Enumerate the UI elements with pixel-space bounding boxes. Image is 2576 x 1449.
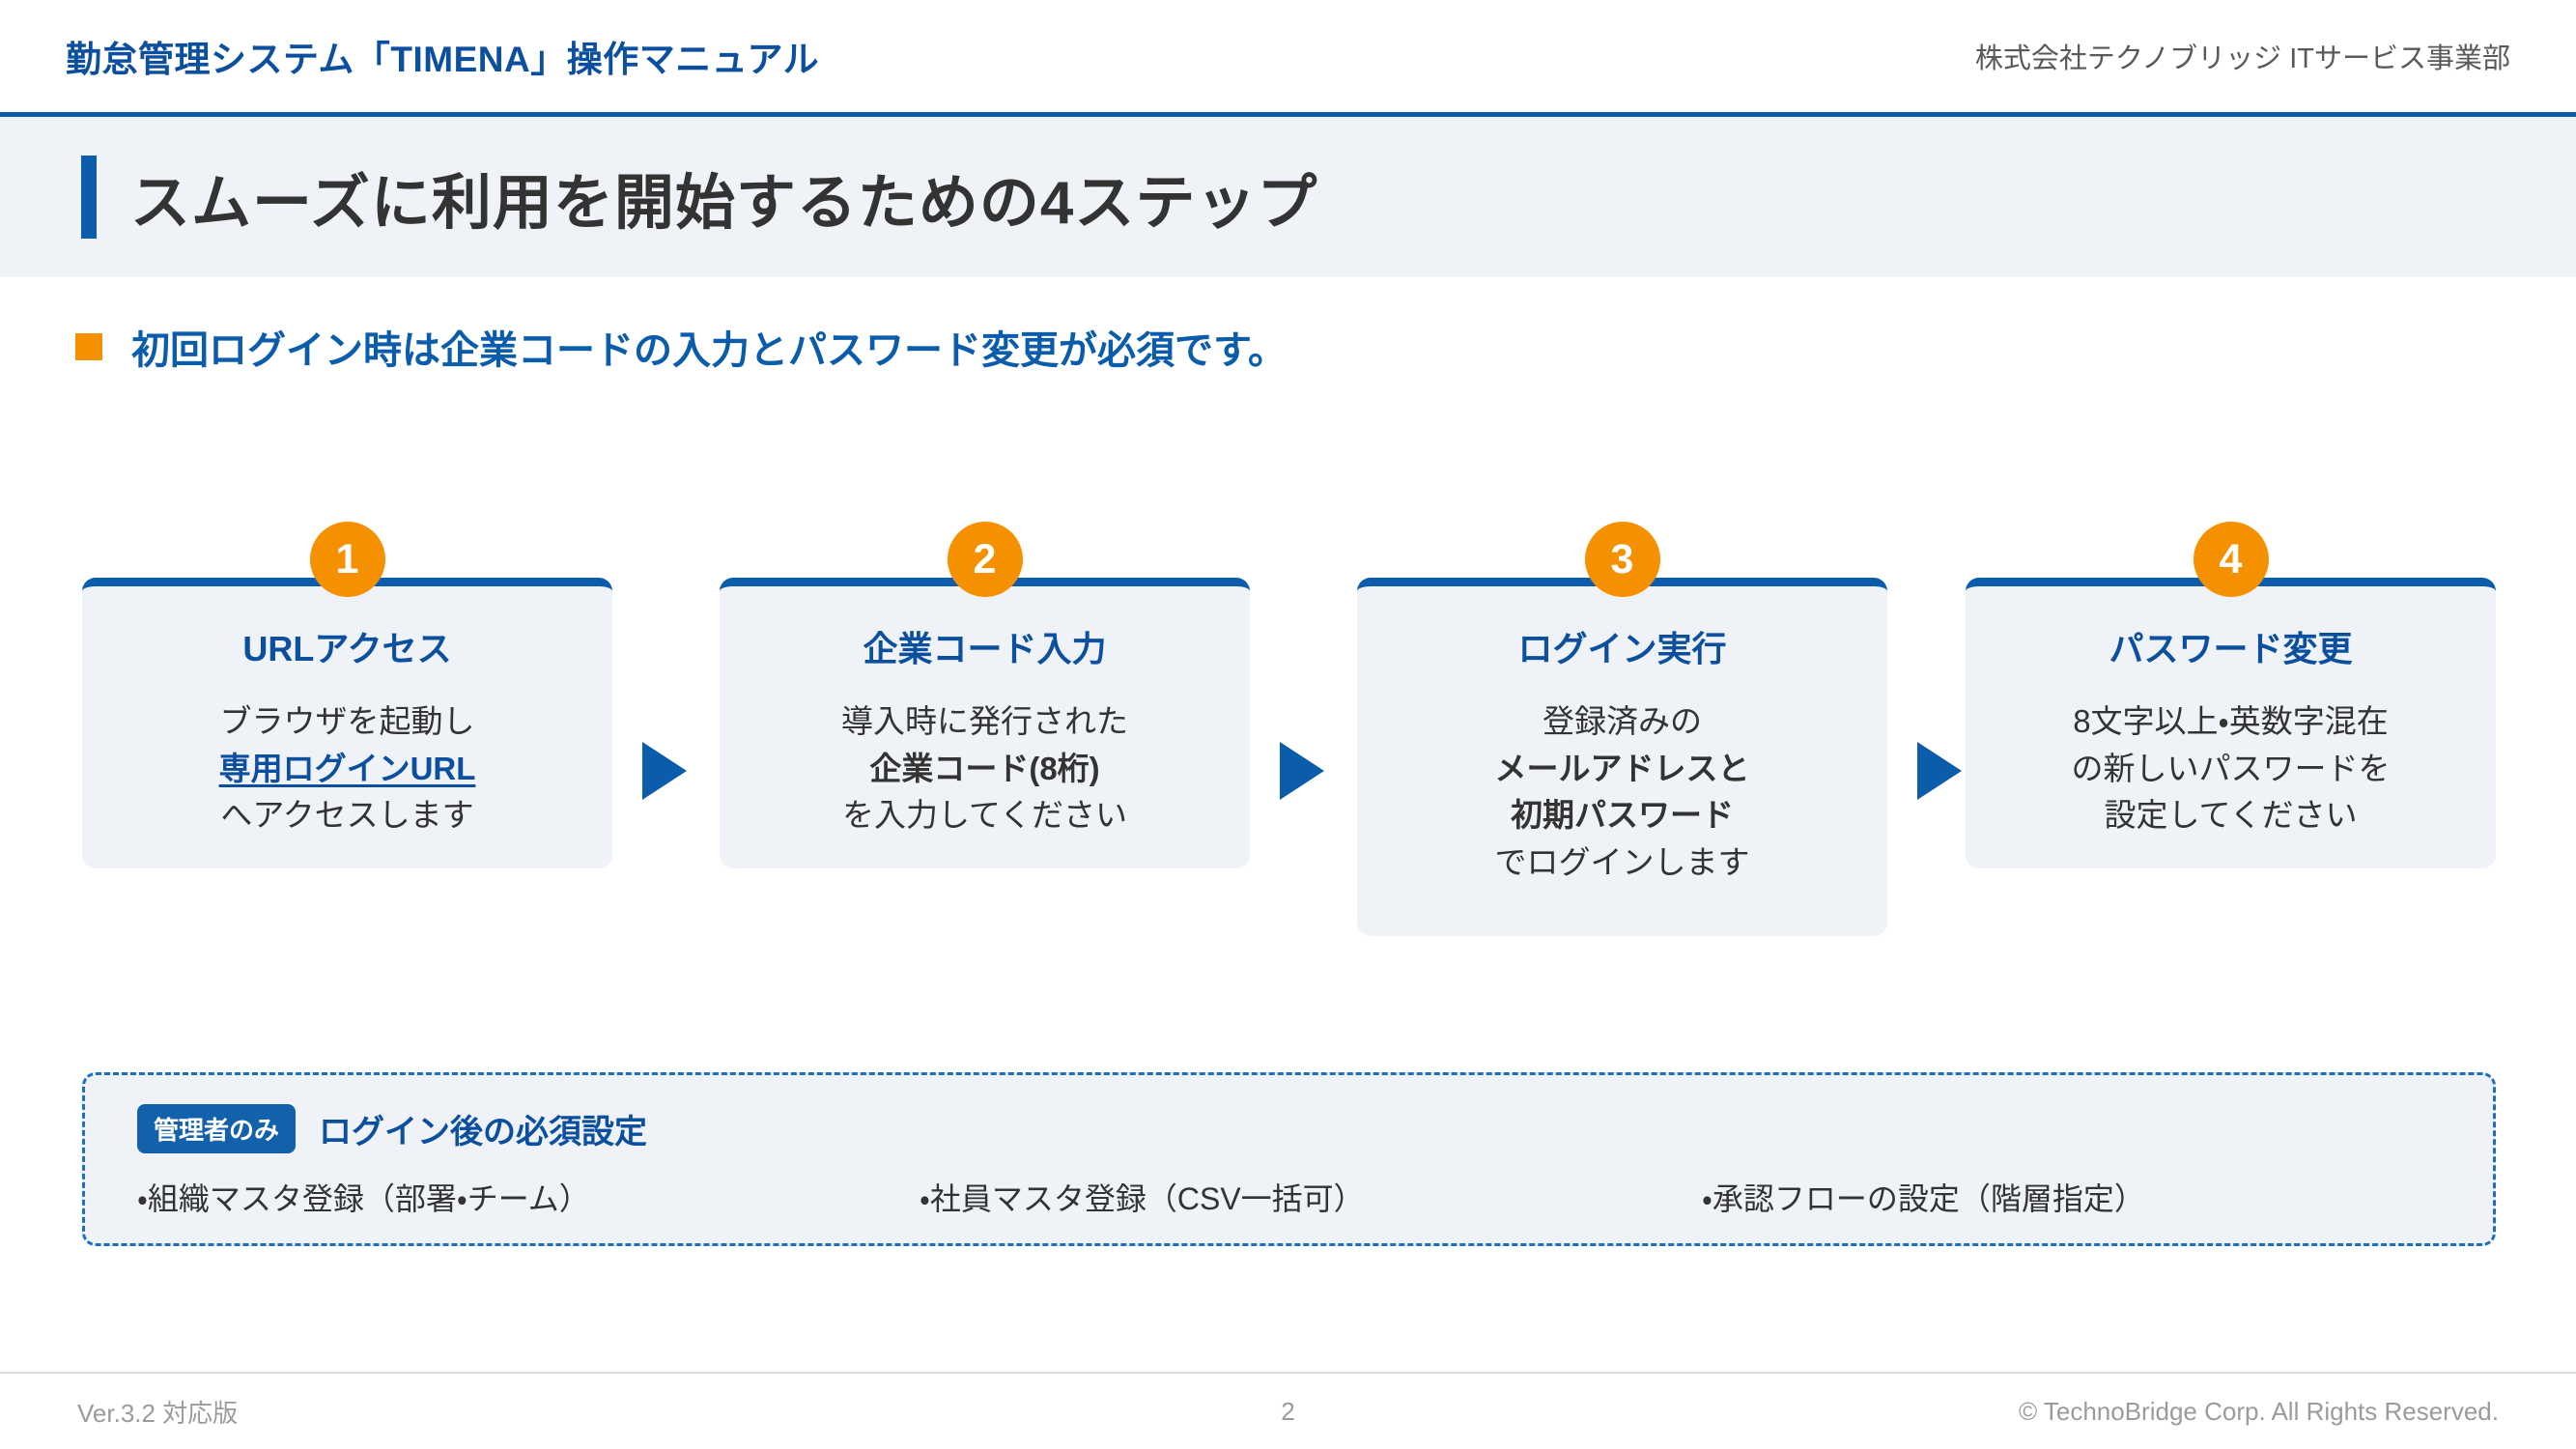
step-body-line: を入力してください [841, 797, 1128, 833]
square-bullet-icon [75, 333, 102, 360]
admin-note-box: 管理者のみ ログイン後の必須設定 ・組織マスタ登録（部署・チーム） ・社員マスタ… [82, 1072, 2496, 1246]
document-footer: Ver.3.2 対応版 2 © TechnoBridge Corp. All R… [0, 1372, 2576, 1449]
list-item: ・承認フローの設定（階層指定） [1702, 1181, 2145, 1216]
slide-title-band: スムーズに利用を開始するための4ステップ [0, 117, 2576, 277]
step-body-line-highlighted: 8文字以上・英数字混在 [2073, 703, 2389, 739]
step-body: ブラウザを起動し 専用ログインURL へアクセスします [101, 698, 593, 839]
step-card[interactable]: URLアクセス ブラウザを起動し 専用ログインURL へアクセスします [82, 578, 612, 868]
step-body-line: へアクセスします [220, 797, 474, 833]
step-body-line: の新しいパスワードを [2071, 750, 2391, 786]
admin-note-items: ・組織マスタ登録（部署・チーム） ・社員マスタ登録（CSV一括可） ・承認フロー… [137, 1175, 2441, 1219]
step-card[interactable]: ログイン実行 登録済みの メールアドレスと 初期パスワード でログインします [1357, 578, 1887, 936]
step-number-badge: 3 [1584, 522, 1660, 597]
step-body-line: ブラウザを起動し [219, 703, 475, 739]
step-body-line-link[interactable]: 専用ログインURL [218, 750, 476, 786]
step-body-line: 登録済みの [1543, 703, 1702, 739]
step-body-line: 導入時に発行された [841, 703, 1128, 739]
title-accent-bar [81, 156, 97, 239]
step-body-line-strong: 初期パスワード [1511, 797, 1734, 833]
step-title: URLアクセス [242, 629, 452, 668]
page-title: スムーズに利用を開始するための4ステップ [130, 170, 1318, 237]
step-body-line: 設定してください [2104, 797, 2358, 833]
step-number-badge: 4 [2193, 522, 2269, 597]
step-body-line: でログインします [1494, 843, 1750, 880]
step-number-badge: 2 [947, 522, 1023, 597]
version-label: Ver.3.2 対応版 [77, 1398, 239, 1428]
lead-statement-text: 初回ログイン時は企業コードの入力とパスワード変更が必須です。 [131, 329, 1287, 372]
step-card[interactable]: 企業コード入力 導入時に発行された 企業コード(8桁) を入力してください [720, 578, 1250, 868]
step-body: 導入時に発行された 企業コード(8桁) を入力してください [739, 698, 1231, 839]
play-arrow-icon-2 [1280, 742, 1324, 800]
organization-name: 株式会社テクノブリッジ ITサービス事業部 [1974, 43, 2510, 74]
play-arrow-icon-1 [642, 742, 687, 800]
copyright-label: © TechnoBridge Corp. All Rights Reserved… [2018, 1396, 2499, 1426]
list-item: ・社員マスタ登録（CSV一括可） [920, 1181, 1365, 1216]
document-header: 勤怠管理システム「TIMENA」操作マニュアル 株式会社テクノブリッジ ITサー… [0, 0, 2576, 117]
manual-title: 勤怠管理システム「TIMENA」操作マニュアル [66, 40, 820, 79]
step-body: 8文字以上・英数字混在 の新しいパスワードを 設定してください [1985, 698, 2477, 839]
admin-note-title: ログイン後の必須設定 [319, 1114, 648, 1151]
play-arrow-icon-3 [1917, 742, 1962, 800]
list-item: ・組織マスタ登録（部署・チーム） [137, 1181, 590, 1216]
admin-note-header: 管理者のみ ログイン後の必須設定 [137, 1104, 2441, 1153]
step-body: 登録済みの メールアドレスと 初期パスワード でログインします [1376, 698, 1868, 886]
step-title: ログイン実行 [1517, 629, 1727, 668]
step-title: パスワード変更 [2109, 629, 2353, 668]
step-body-line-strong: メールアドレスと [1494, 750, 1750, 786]
step-flow: 1 URLアクセス ブラウザを起動し 専用ログインURL へアクセスします 2 … [0, 522, 2576, 1024]
status-badge: 管理者のみ [137, 1104, 297, 1153]
lead-statement: 初回ログイン時は企業コードの入力とパスワード変更が必須です。 [0, 319, 2576, 375]
step-number-badge: 1 [309, 522, 385, 597]
step-card[interactable]: パスワード変更 8文字以上・英数字混在 の新しいパスワードを 設定してください [1966, 578, 2496, 868]
step-body-line-strong: 企業コード(8桁) [869, 750, 1100, 786]
page-number: 2 [1281, 1396, 1295, 1426]
step-title: 企業コード入力 [863, 629, 1107, 668]
